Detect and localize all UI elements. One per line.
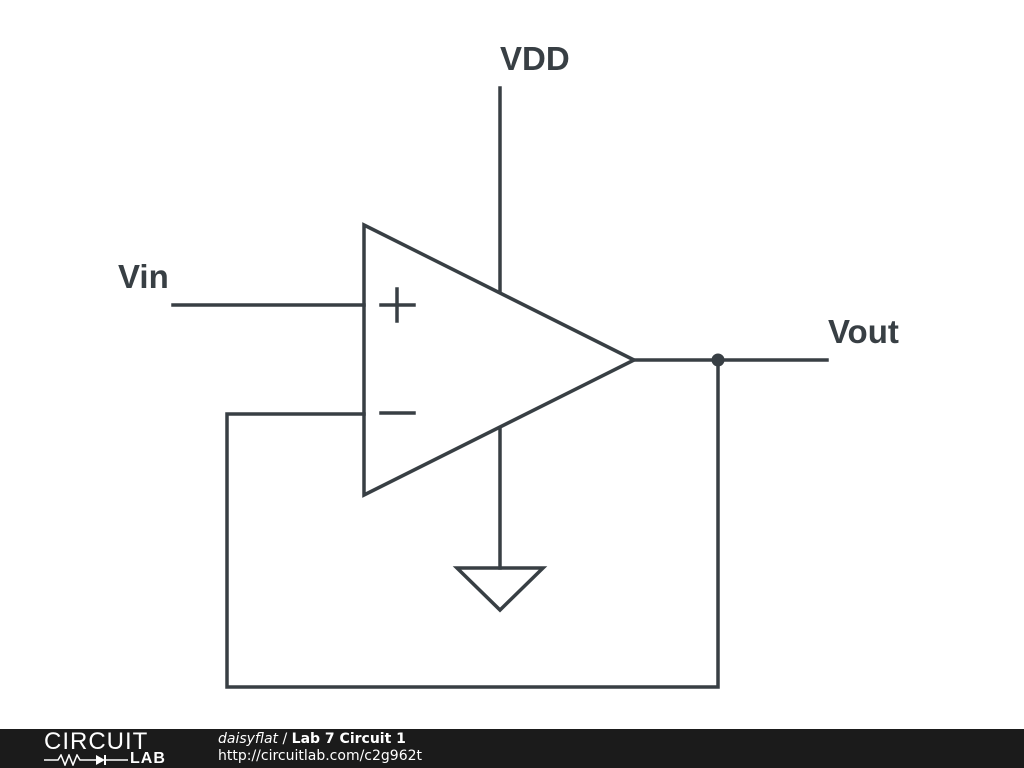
circuitlab-logo[interactable]: CIRCUIT LAB [44,729,176,768]
logo-circuit-text: CIRCUIT [44,728,149,755]
footer-bar: CIRCUIT LAB daisyflat / Lab 7 Circuit 1 … [0,729,1024,768]
vin-label: Vin [118,258,169,295]
resistor-diode-icon [44,754,128,766]
circuit-url[interactable]: http://circuitlab.com/c2g962t [218,748,422,764]
vdd-label: VDD [500,40,570,77]
ground-icon [452,566,548,613]
credit-separator: / [278,731,292,747]
circuit-schematic: VDD Vin Vout [118,40,899,689]
vout-label: Vout [828,313,899,350]
credit-block: daisyflat / Lab 7 Circuit 1 http://circu… [218,731,422,765]
feedback-wire [225,358,720,689]
logo-lab-text: LAB [130,750,166,767]
credit-line: daisyflat / Lab 7 Circuit 1 [218,731,422,748]
author-link[interactable]: daisyflat [218,731,279,747]
circuit-title[interactable]: Lab 7 Circuit 1 [291,731,406,747]
